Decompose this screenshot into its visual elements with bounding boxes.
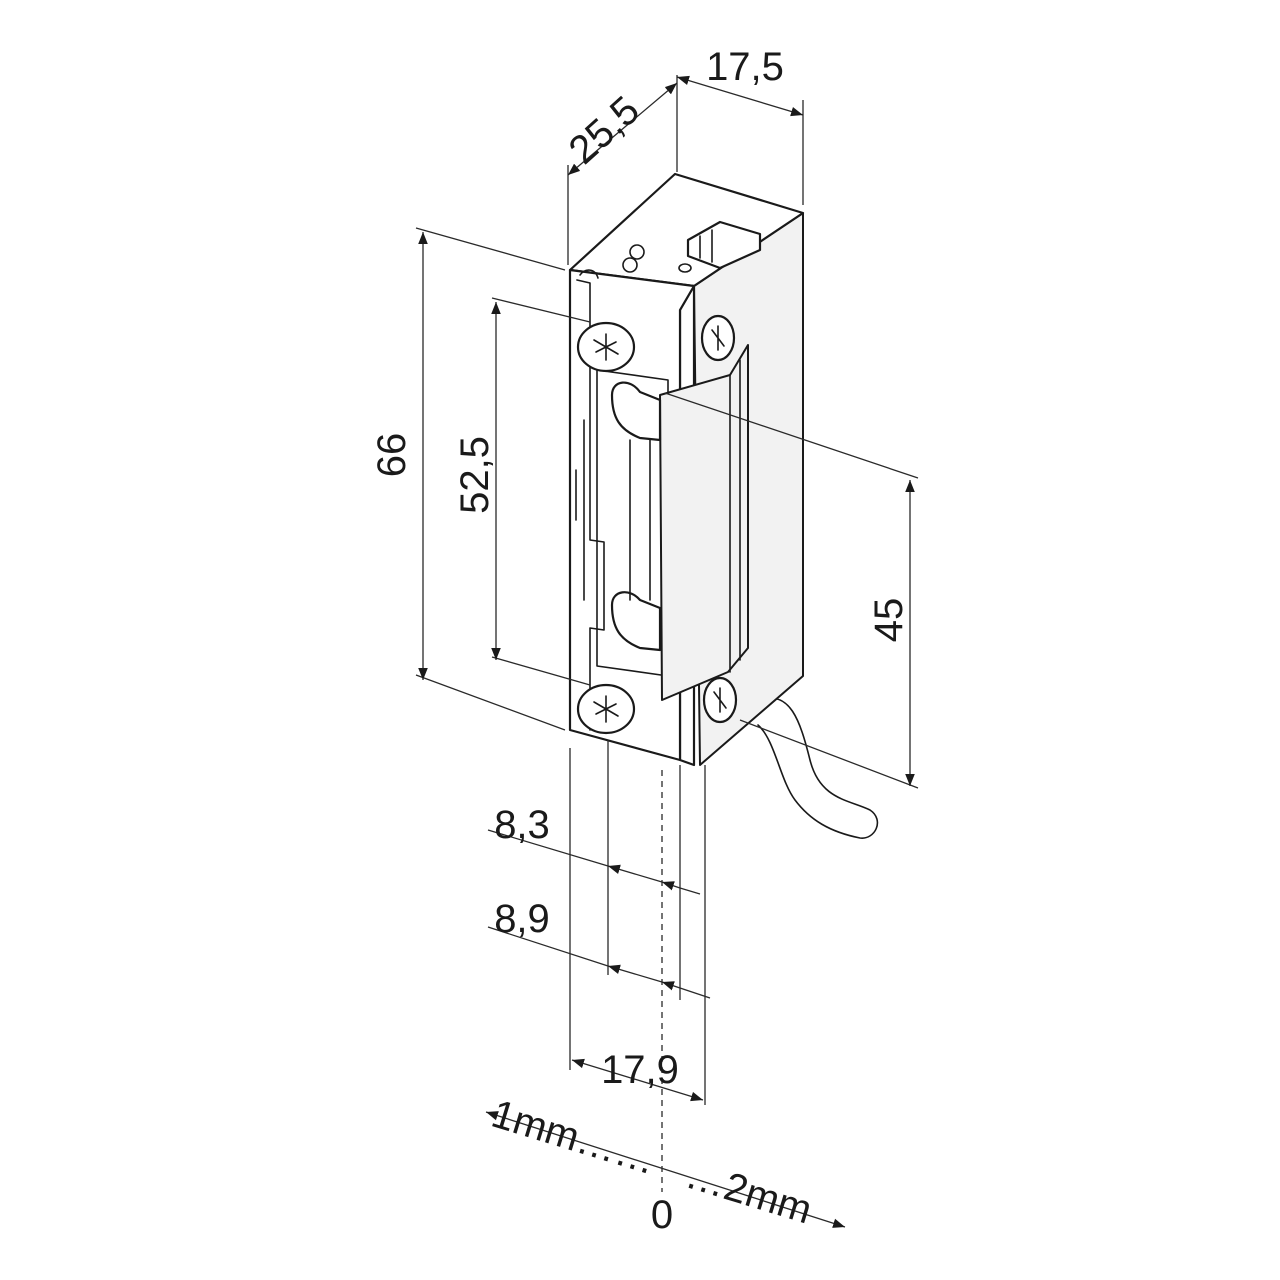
latch-door <box>659 344 749 701</box>
top-hole-2 <box>622 257 638 273</box>
faceplate-width-label: 17,9 <box>601 1048 679 1092</box>
dimension-latch-height: 45 <box>664 392 919 789</box>
adjust-right-label: …2mm <box>681 1153 817 1233</box>
screw-top-right <box>700 314 736 362</box>
faceplate-slot <box>576 279 605 731</box>
screw-top-left <box>576 321 636 373</box>
dimension-top-width: 17,5 <box>676 45 804 205</box>
offset-b-label: 8,9 <box>494 897 550 941</box>
top-width-label: 17,5 <box>706 45 784 89</box>
depth-label: 25,5 <box>561 88 648 173</box>
dimension-faceplate-width: 17,9 <box>571 1048 704 1102</box>
cable <box>757 697 879 839</box>
dimension-adjustment: 1mm…… …2mm 0 <box>485 1092 846 1237</box>
top-latch-window <box>686 220 762 270</box>
screw-bottom-left <box>576 683 636 735</box>
latch-upper-roller <box>610 381 662 442</box>
latch-lower-roller <box>610 591 662 652</box>
adjust-zero-label: 0 <box>651 1193 673 1237</box>
dimension-overall-height: 66 <box>370 227 566 731</box>
top-hole-3 <box>678 263 692 273</box>
offset-a-label: 8,3 <box>494 803 550 847</box>
latch-height-label: 45 <box>867 598 911 643</box>
dimension-screw-spacing: 52,5 <box>453 297 591 686</box>
adjust-left-label: 1mm…… <box>487 1092 661 1183</box>
electric-strike-body <box>568 172 879 839</box>
screw-spacing-label: 52,5 <box>453 436 497 514</box>
dimension-offsets: 8,3 8,9 <box>487 740 711 1192</box>
top-hole-1 <box>629 244 645 260</box>
overall-height-label: 66 <box>370 433 414 478</box>
screw-bottom-right <box>702 676 738 724</box>
